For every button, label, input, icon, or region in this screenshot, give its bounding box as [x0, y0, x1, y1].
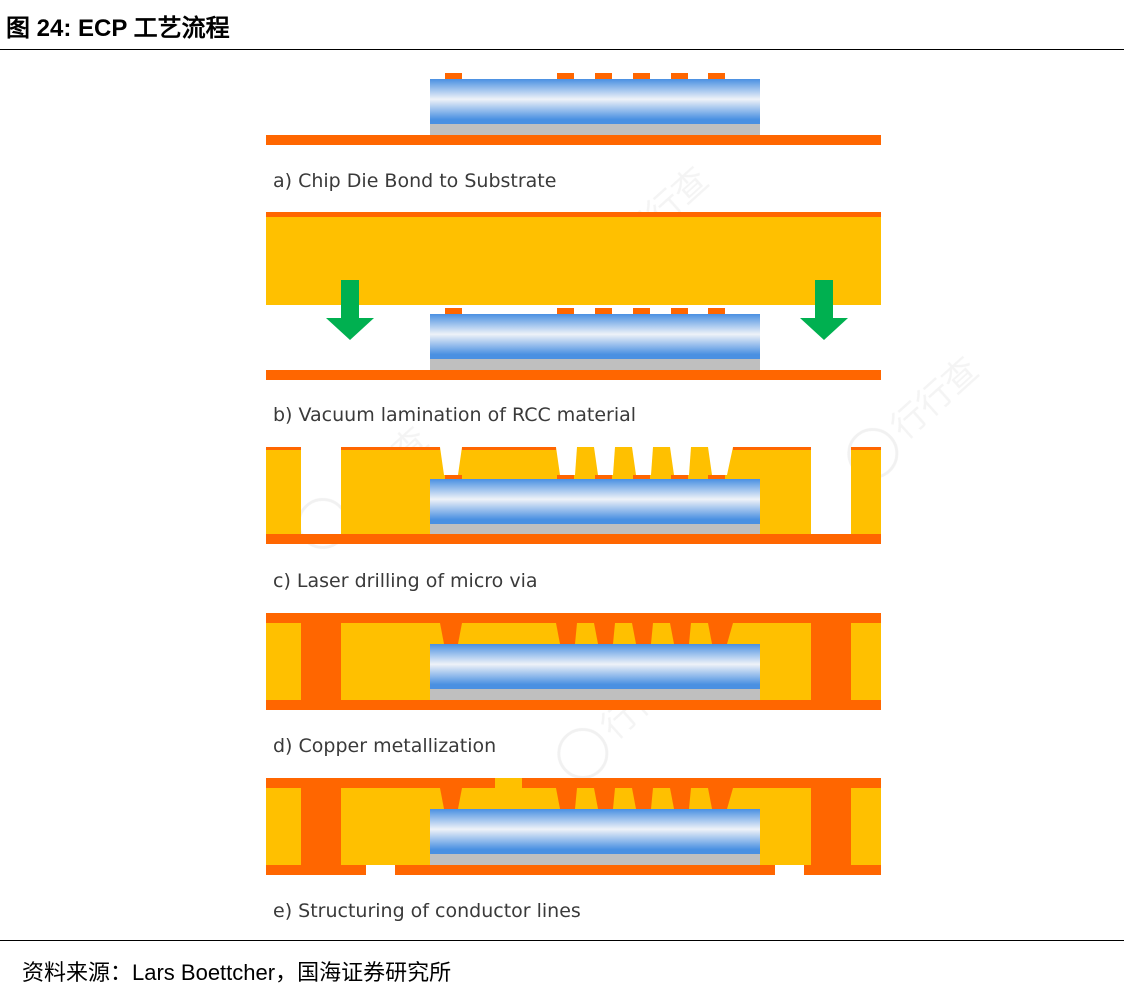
substrate-copper: [266, 700, 881, 710]
source-note: 资料来源：Lars Boettcher，国海证券研究所: [22, 960, 452, 985]
figure-title: 图 24: ECP 工艺流程: [6, 15, 230, 42]
caption-step-b: b) Vacuum lamination of RCC material: [273, 404, 636, 426]
through-via-right: [811, 613, 851, 710]
step-a-illustration: [266, 73, 881, 145]
caption-step-a: a) Chip Die Bond to Substrate: [273, 170, 556, 192]
caption-step-c: c) Laser drilling of micro via: [273, 570, 538, 592]
conductor-line: [522, 778, 881, 788]
substrate-copper: [266, 370, 881, 380]
conductor-line: [266, 865, 366, 875]
substrate-copper: [266, 135, 881, 145]
conductor-line: [266, 778, 495, 788]
step-c-illustration: [266, 447, 881, 544]
through-via-right: [811, 778, 851, 875]
step-b-illustration: [266, 212, 881, 380]
through-via-left: [301, 613, 341, 710]
step-e-illustration: [266, 778, 881, 875]
conductor-line: [804, 865, 881, 875]
conductor-line: [395, 865, 775, 875]
step-d-illustration: [266, 613, 881, 710]
arrow-down-right-icon: [800, 280, 848, 340]
top-rule: [0, 49, 1124, 50]
bottom-rule: [0, 940, 1124, 941]
ecp-process-diagram: 行行查 行行查 行行查 行行查 a) Chip Die Bond to Subs…: [266, 73, 987, 922]
through-via-left: [301, 778, 341, 875]
plated-copper-top: [266, 613, 881, 623]
rcc-copper-foil: [266, 212, 881, 217]
caption-step-e: e) Structuring of conductor lines: [273, 900, 581, 922]
substrate-copper: [266, 534, 881, 544]
arrow-down-left-icon: [326, 280, 374, 340]
rcc-resin-layer: [266, 217, 881, 305]
caption-step-d: d) Copper metallization: [273, 735, 496, 757]
watermark-text: 行行查: [884, 350, 987, 448]
